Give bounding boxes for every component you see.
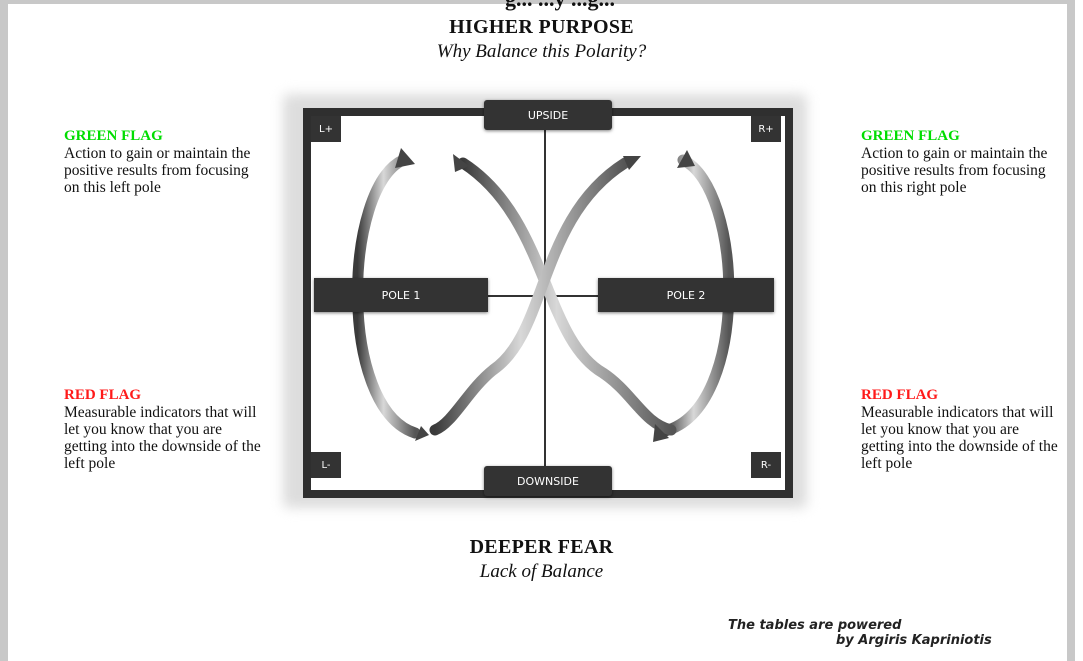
green-flag-left-title: GREEN FLAG: [64, 128, 264, 145]
corner-right-plus: R+: [751, 116, 781, 142]
red-flag-left: RED FLAG Measurable indicators that will…: [64, 387, 264, 472]
red-flag-left-title: RED FLAG: [64, 387, 264, 404]
corner-right-minus: R-: [751, 452, 781, 478]
red-flag-left-text: Measurable indicators that will let you …: [64, 404, 264, 472]
pole-1-label: POLE 1: [314, 278, 488, 312]
deeper-fear-subtitle: Lack of Balance: [0, 561, 1083, 583]
upside-label: UPSIDE: [484, 100, 612, 130]
deeper-fear-heading: DEEPER FEAR: [0, 536, 1083, 559]
left-outer-arrowhead: [395, 148, 415, 168]
corner-left-plus: L+: [311, 116, 341, 142]
pole-2-label: POLE 2: [598, 278, 774, 312]
red-flag-right-title: RED FLAG: [861, 387, 1061, 404]
red-flag-right-text: Measurable indicators that will let you …: [861, 404, 1061, 472]
higher-purpose-heading: HIGHER PURPOSE: [0, 16, 1083, 39]
corner-left-minus: L-: [311, 452, 341, 478]
deeper-fear-block: DEEPER FEAR Lack of Balance: [0, 536, 1083, 583]
cropped-top-text: g... ...y ...g...: [330, 0, 790, 12]
signature: The tables are powered by Argiris Kaprin…: [716, 618, 1046, 648]
green-flag-right-title: GREEN FLAG: [861, 128, 1061, 145]
signature-line-2: by Argiris Kapriniotis: [716, 633, 1046, 648]
downside-label: DOWNSIDE: [484, 466, 612, 496]
green-flag-right-text: Action to gain or maintain the positive …: [861, 145, 1061, 196]
green-flag-right: GREEN FLAG Action to gain or maintain th…: [861, 128, 1061, 196]
red-flag-right: RED FLAG Measurable indicators that will…: [861, 387, 1061, 472]
green-flag-left: GREEN FLAG Action to gain or maintain th…: [64, 128, 264, 196]
higher-purpose-subtitle: Why Balance this Polarity?: [0, 41, 1083, 63]
green-flag-left-text: Action to gain or maintain the positive …: [64, 145, 264, 196]
higher-purpose-block: HIGHER PURPOSE Why Balance this Polarity…: [0, 16, 1083, 63]
signature-line-1: The tables are powered: [716, 618, 1046, 633]
